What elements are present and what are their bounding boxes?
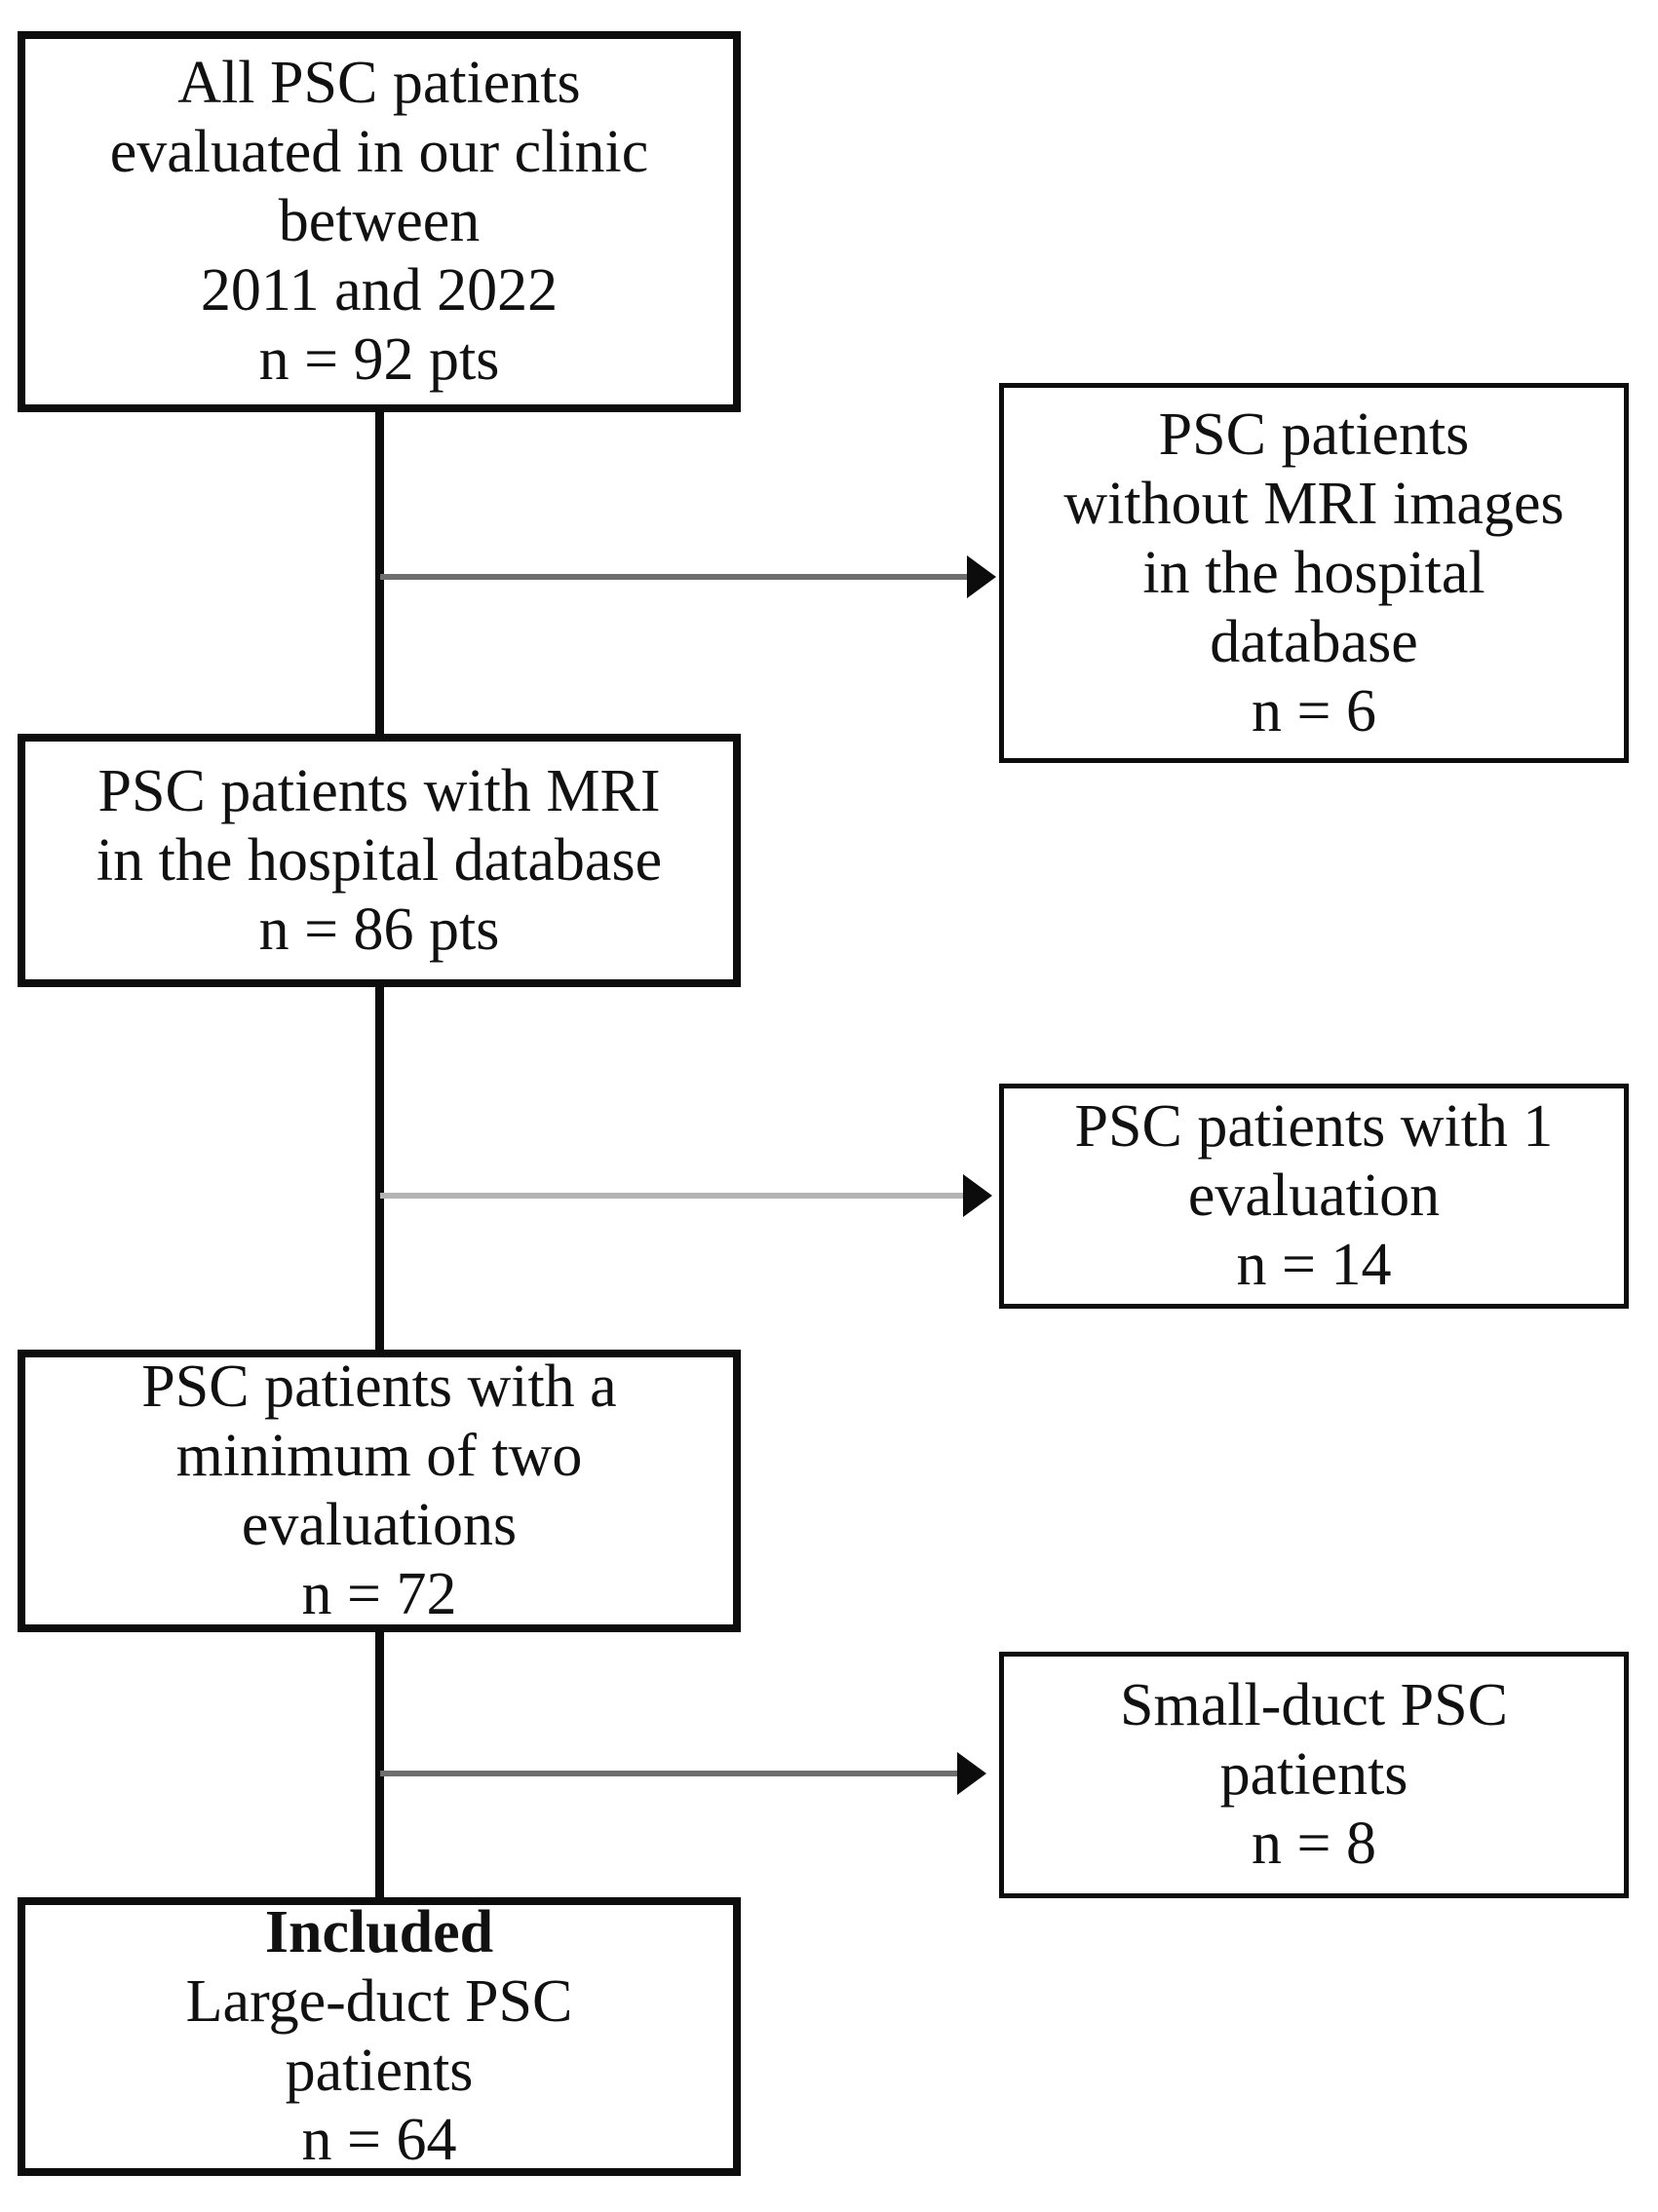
box-small-duct-psc: Small-duct PSC patients n = 8 [999,1652,1629,1898]
box-line: patients [1219,1741,1408,1808]
box-psc-with-mri: PSC patients with MRI in the hospital da… [18,734,741,987]
box-line: Large-duct PSC [185,1968,573,2035]
box-line: 2011 and 2022 [200,257,559,324]
box-line: without MRI images [1063,470,1564,537]
arrowhead-to-no-mri-icon [967,555,996,598]
box-included-large-duct: Included Large-duct PSC patients n = 64 [18,1897,741,2176]
arrow-line-to-small-duct [380,1771,959,1776]
box-psc-min-two-evaluations: PSC patients with a minimum of two evalu… [18,1350,741,1632]
box-line: minimum of two [175,1423,583,1489]
box-line: evaluated in our clinic [109,119,649,185]
box-line: Included [264,1899,494,1965]
box-line: n = 6 [1252,677,1376,744]
box-line: PSC patients with 1 [1074,1093,1554,1160]
box-psc-without-mri: PSC patients without MRI images in the h… [999,383,1629,763]
box-all-psc-patients: All PSC patients evaluated in our clinic… [18,31,741,412]
box-line: between [278,188,481,254]
box-line: PSC patients [1158,400,1470,468]
arrow-line-to-no-mri [380,574,969,580]
box-line: n = 86 pts [258,896,500,963]
arrow-line-to-one-evaluation [380,1193,965,1199]
box-line: evaluations [241,1492,518,1558]
box-line: All PSC patients [177,50,581,116]
box-line: n = 8 [1252,1811,1376,1877]
arrowhead-to-one-evaluation-icon [963,1174,992,1217]
box-line: PSC patients with MRI [97,757,661,824]
box-psc-one-evaluation: PSC patients with 1 evaluation n = 14 [999,1084,1629,1309]
box-line: n = 64 [301,2107,457,2173]
arrowhead-to-small-duct-icon [957,1752,986,1795]
box-line: in the hospital database [96,826,663,894]
connector-vertical-line [375,409,384,1900]
box-line: database [1210,608,1418,675]
box-line: n = 72 [301,1561,457,1627]
box-line: n = 14 [1236,1232,1392,1298]
box-line: n = 92 pts [258,326,500,393]
box-line: patients [285,2038,474,2104]
box-line: in the hospital [1142,539,1485,606]
box-line: evaluation [1187,1163,1441,1229]
box-line: PSC patients with a [141,1354,617,1420]
box-line: Small-duct PSC [1120,1672,1508,1738]
